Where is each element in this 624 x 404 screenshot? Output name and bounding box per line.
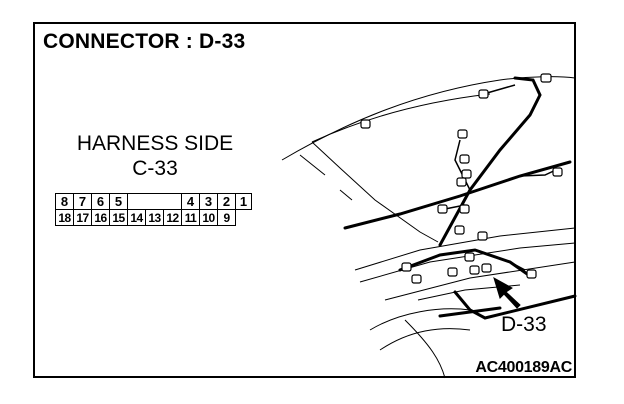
pin-row-bottom: 18 17 16 15 14 13 12 11 10 9 [55, 209, 252, 226]
branch-5 [509, 261, 526, 271]
wiring-harness [343, 76, 577, 320]
harness-side-caption: HARNESS SIDE C-33 [62, 131, 248, 181]
connector-shape [478, 89, 489, 99]
connector-shape [447, 267, 458, 277]
figure-code: AC400189AC [475, 359, 572, 376]
harness-cowl-run [398, 248, 532, 278]
roof-line [281, 76, 576, 161]
connector-title: CONNECTOR : D-33 [43, 30, 246, 53]
connector-shape [459, 204, 470, 214]
pin-cell: 1 [235, 193, 252, 210]
door-line-1 [369, 308, 471, 331]
harness-branches [439, 84, 561, 271]
pin-cell: 17 [73, 209, 92, 226]
connector-shape [401, 262, 412, 272]
pin-cell: 10 [199, 209, 218, 226]
connector-shape [464, 252, 475, 262]
connector-shape [552, 167, 563, 177]
a-pillar-line [299, 154, 353, 201]
harness-door-run [438, 306, 502, 318]
harness-side-label: HARNESS SIDE [76, 132, 234, 155]
windshield-lower-edge [311, 141, 439, 243]
connector-shape [540, 73, 552, 83]
windshield-top-edge [311, 93, 491, 143]
connector-pin-layout: 8 7 6 5 4 3 2 1 18 17 16 15 14 13 12 11 … [55, 193, 252, 226]
connector-shape [526, 269, 537, 279]
callout-label: D-33 [501, 313, 547, 336]
connector-shape [481, 263, 492, 273]
fender-curve [404, 319, 446, 379]
connector-shape [360, 119, 371, 129]
connector-shape [456, 177, 467, 187]
harness-connectors [360, 73, 563, 284]
pin-cell: 13 [145, 209, 164, 226]
connector-shape [411, 274, 422, 284]
harness-main-run [343, 160, 572, 230]
connector-shape [454, 225, 465, 235]
connector-shape [437, 204, 448, 214]
pin-cell: 11 [181, 209, 200, 226]
callout-arrow-icon [493, 276, 521, 309]
harness-lower-run [453, 290, 577, 320]
harness-connector-id: C-33 [132, 157, 178, 180]
door-line-2 [379, 328, 471, 351]
dash-line [384, 261, 576, 301]
pin-cell: 9 [217, 209, 236, 226]
vehicle-body-outline [281, 76, 576, 379]
connector-shape [461, 169, 472, 179]
connector-shape [469, 265, 480, 275]
cowl-line-upper [354, 227, 576, 271]
pin-cell: 12 [163, 209, 182, 226]
pin-row-top: 8 7 6 5 4 3 2 1 [55, 193, 252, 210]
connector-shape [457, 129, 468, 139]
cowl-line-lower [359, 242, 576, 283]
pin-cell: 15 [109, 209, 128, 226]
connector-shape [477, 231, 488, 241]
connector-shape [459, 154, 470, 164]
